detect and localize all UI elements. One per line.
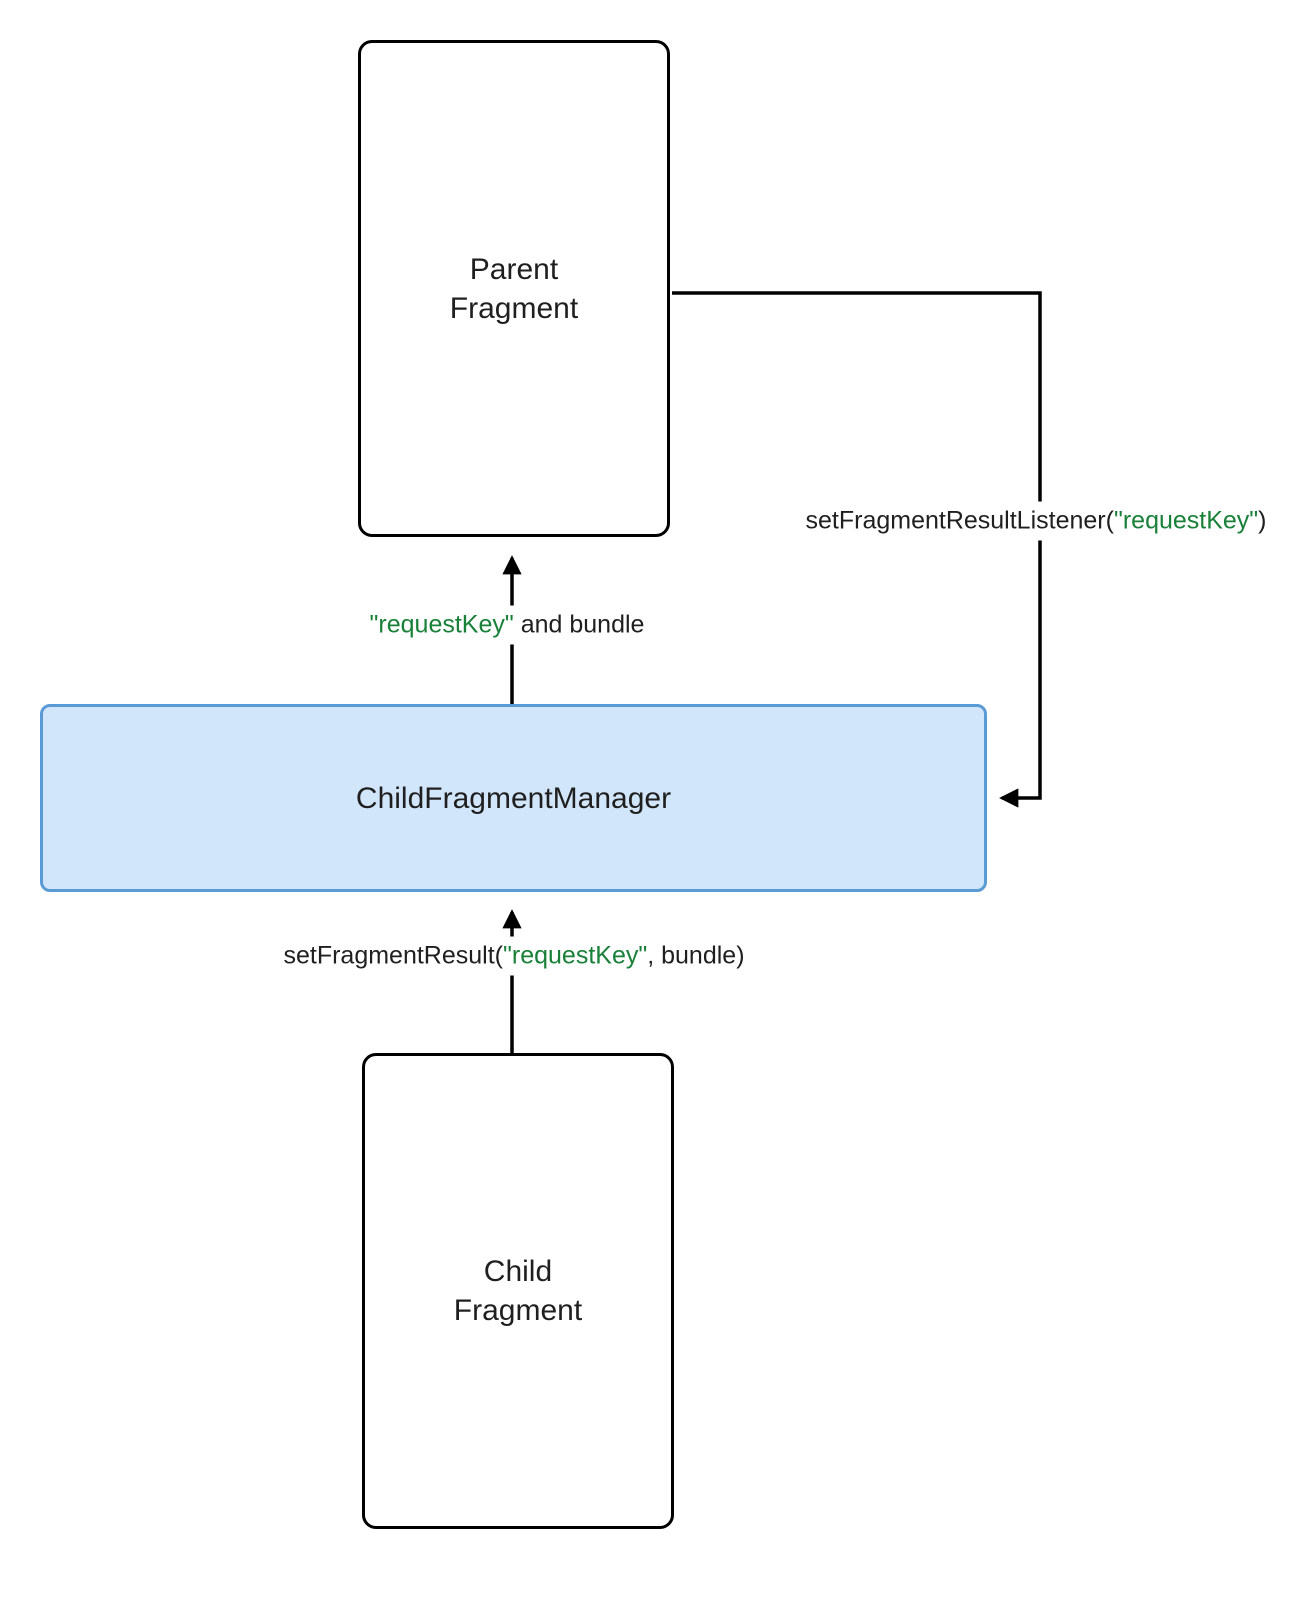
label-text: setFragmentResultListener( — [805, 506, 1114, 535]
label-text: ) — [1258, 506, 1267, 535]
child-fragment-manager-box: ChildFragmentManager — [40, 704, 987, 892]
child-fragment-box: Child Fragment — [362, 1053, 674, 1529]
label-text: and bundle — [513, 610, 645, 639]
label-text: setFragmentResult( — [283, 941, 504, 970]
request-key-and-bundle-label: "requestKey" and bundle — [361, 605, 653, 645]
set-fragment-result-listener-label: setFragmentResultListener("requestKey") — [797, 501, 1275, 541]
parent-fragment-box: Parent Fragment — [358, 40, 670, 537]
child-fragment-manager-label: ChildFragmentManager — [355, 781, 672, 815]
set-fragment-result-label: setFragmentResult("requestKey", bundle) — [275, 936, 753, 976]
label-text: , bundle) — [647, 941, 745, 970]
request-key-string: "requestKey" — [1113, 506, 1259, 535]
parent-fragment-label: Parent Fragment — [449, 252, 579, 325]
request-key-string: "requestKey" — [369, 610, 514, 639]
request-key-string: "requestKey" — [503, 941, 648, 970]
child-fragment-label: Child Fragment — [453, 1255, 583, 1327]
